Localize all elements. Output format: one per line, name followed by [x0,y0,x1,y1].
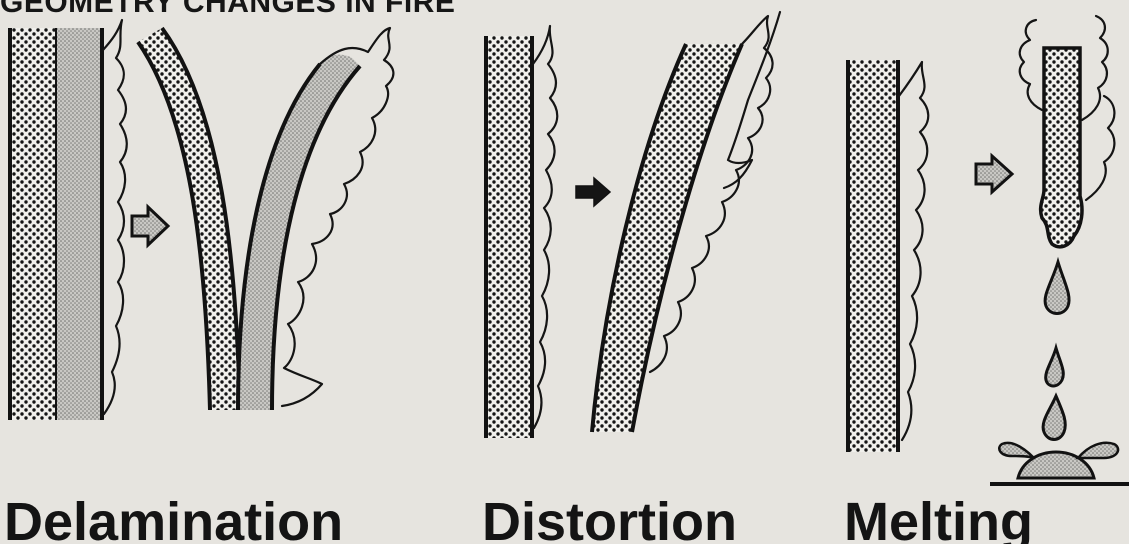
delamination-panel [10,20,393,420]
distortion-before-flame [533,26,557,428]
melting-after-dotted-bar [1041,48,1082,247]
caption-melting: Melting [844,492,1033,544]
melting-after-flame-far-right [1086,96,1114,200]
melting-droplet-1 [1045,262,1069,314]
delamination-before-stipple-layer [56,28,102,420]
melting-arrow-icon [976,156,1012,192]
diagram-title: GEOMETRY CHANGES IN FIRE [0,0,455,19]
distortion-after-flame-inner [724,12,780,188]
melting-splash-right [1078,443,1118,458]
melting-droplet-2 [1046,348,1064,386]
delamination-after-stipple-layer [238,55,360,410]
melting-after-flame-right [1082,16,1108,120]
melting-splash-left [999,443,1034,458]
distortion-panel [486,12,780,438]
melting-after-flame-left [1020,20,1042,110]
distortion-before-dotted-layer [486,36,532,438]
distortion-arrow-icon [576,178,610,206]
delamination-before-dotted-layer [10,28,56,420]
caption-delamination: Delamination [4,492,343,544]
delamination-before-flame [103,20,127,414]
melting-before-flame [899,62,928,440]
delamination-arrow-icon [132,207,168,245]
melting-panel [848,16,1129,484]
caption-distortion: Distortion [482,492,737,544]
melting-before-dotted-layer [848,60,898,452]
melting-droplet-3 [1043,396,1065,440]
